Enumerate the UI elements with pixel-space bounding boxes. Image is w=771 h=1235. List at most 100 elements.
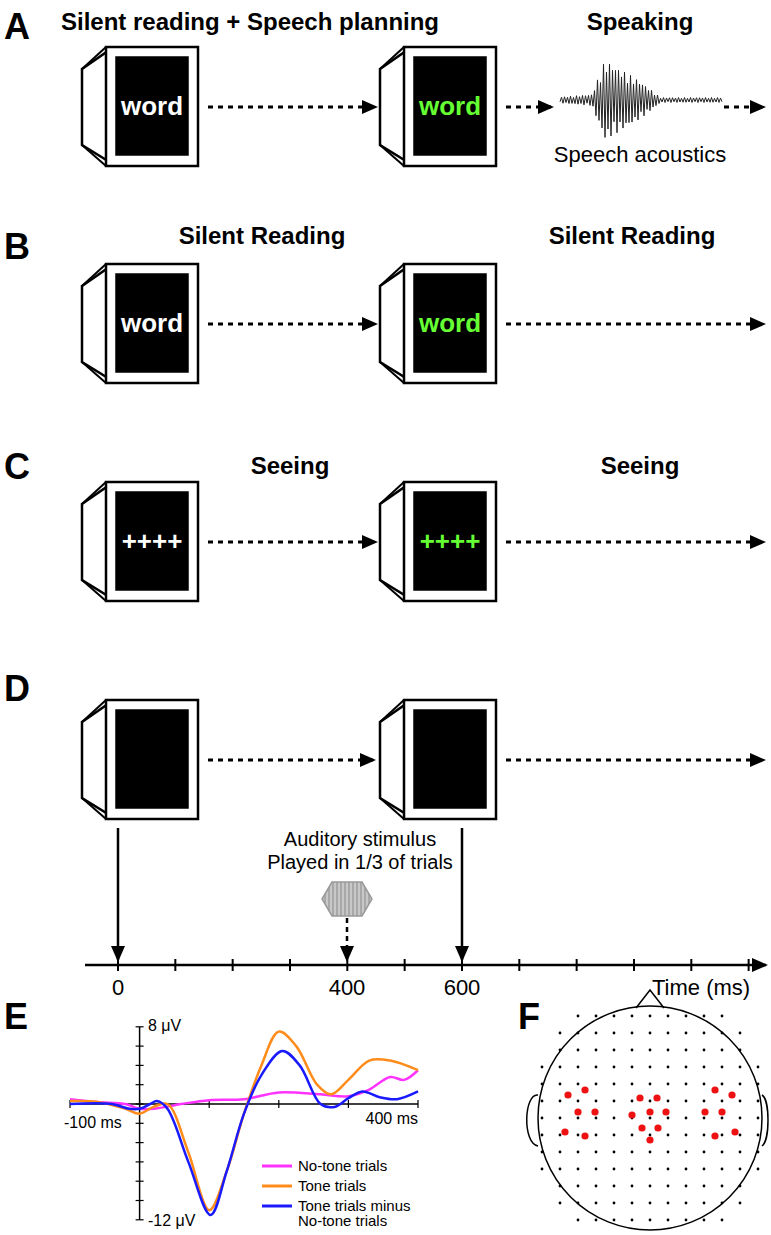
electrode xyxy=(721,1015,724,1018)
electrode xyxy=(631,1100,634,1103)
annotation: -100 ms xyxy=(64,1114,122,1132)
waveform-trace xyxy=(560,64,722,137)
electrode xyxy=(577,1083,580,1086)
electrode xyxy=(685,1066,688,1069)
tick xyxy=(289,959,291,971)
electrode xyxy=(667,1100,670,1103)
legend-text: Tone trials minus No-tone trials xyxy=(298,1198,430,1228)
legend-text: No-tone trials xyxy=(298,1158,430,1173)
electrode xyxy=(721,1185,724,1188)
tick xyxy=(136,1200,144,1201)
annotation: 600 xyxy=(444,975,481,1000)
electrode xyxy=(577,1168,580,1171)
electrode xyxy=(541,1168,544,1171)
selected-electrode xyxy=(581,1132,588,1139)
electrode-dots xyxy=(541,1015,760,1222)
electrode xyxy=(739,1202,742,1205)
electrode xyxy=(649,1049,652,1052)
electrode xyxy=(667,1049,670,1052)
electrode xyxy=(703,1066,706,1069)
electrode xyxy=(559,1151,562,1154)
electrode xyxy=(595,1117,598,1120)
electrode xyxy=(703,1134,706,1137)
selected-electrode xyxy=(561,1128,568,1135)
electrode xyxy=(703,1032,706,1035)
electrode xyxy=(703,1117,706,1120)
screen-text: word xyxy=(419,308,481,339)
electrode xyxy=(595,1100,598,1103)
electrode xyxy=(649,1219,652,1222)
panel-letter: E xyxy=(4,996,28,1037)
dotted-arrow xyxy=(208,541,376,544)
electrode xyxy=(631,1202,634,1205)
erp-curve xyxy=(70,1070,418,1109)
dotted-arrow xyxy=(208,323,376,326)
electrode xyxy=(631,1083,634,1086)
electrode xyxy=(631,1032,634,1035)
electrode xyxy=(631,1219,634,1222)
monitor: word xyxy=(378,45,498,170)
annotation: -12 μV xyxy=(148,1212,195,1230)
electrode xyxy=(613,1100,616,1103)
tick xyxy=(136,1142,144,1143)
selected-electrode xyxy=(731,1128,738,1135)
electrode xyxy=(703,1083,706,1086)
electrode xyxy=(595,1066,598,1069)
electrode xyxy=(631,1168,634,1171)
electrode xyxy=(559,1032,562,1035)
electrode xyxy=(577,1015,580,1018)
electrode xyxy=(577,1185,580,1188)
electrode xyxy=(757,1134,760,1137)
tick xyxy=(461,959,463,971)
selected-electrode xyxy=(591,1108,598,1115)
screen: word xyxy=(116,274,188,372)
electrode xyxy=(667,1117,670,1120)
electrode xyxy=(739,1134,742,1137)
electrode xyxy=(595,1151,598,1154)
monitor: word xyxy=(80,262,200,387)
electrode xyxy=(559,1117,562,1120)
screen: word xyxy=(116,57,188,155)
electrode xyxy=(703,1185,706,1188)
electrode xyxy=(613,1015,616,1018)
tick xyxy=(117,959,119,971)
head-outline xyxy=(527,990,768,1230)
electrode xyxy=(757,1117,760,1120)
selected-electrode xyxy=(646,1136,653,1143)
electrode xyxy=(649,1083,652,1086)
monitor: word xyxy=(378,262,498,387)
electrode xyxy=(577,1202,580,1205)
electrode xyxy=(577,1134,580,1137)
electrode xyxy=(667,1202,670,1205)
tick xyxy=(748,959,750,971)
electrode xyxy=(667,1083,670,1086)
electrode xyxy=(595,1032,598,1035)
electrode xyxy=(559,1185,562,1188)
electrode xyxy=(613,1151,616,1154)
electrode xyxy=(631,1066,634,1069)
legend-line xyxy=(262,1185,292,1188)
tick xyxy=(346,959,348,971)
selected-electrode xyxy=(564,1091,571,1098)
electrode xyxy=(757,1066,760,1069)
selected-electrode xyxy=(574,1108,581,1115)
tick xyxy=(690,959,692,971)
electrode xyxy=(721,1100,724,1103)
electrode xyxy=(685,1015,688,1018)
tick xyxy=(518,959,520,971)
electrode xyxy=(667,1134,670,1137)
screen: ++++ xyxy=(116,492,188,590)
electrode xyxy=(685,1100,688,1103)
electrode xyxy=(703,1202,706,1205)
electrode xyxy=(541,1117,544,1120)
electrode xyxy=(721,1151,724,1154)
electrode xyxy=(649,1015,652,1018)
tick xyxy=(417,1100,418,1108)
electrode xyxy=(667,1015,670,1018)
electrode xyxy=(595,1134,598,1137)
tick xyxy=(232,959,234,971)
electrode xyxy=(685,1083,688,1086)
screen-text: word xyxy=(419,91,481,122)
electrode xyxy=(685,1168,688,1171)
